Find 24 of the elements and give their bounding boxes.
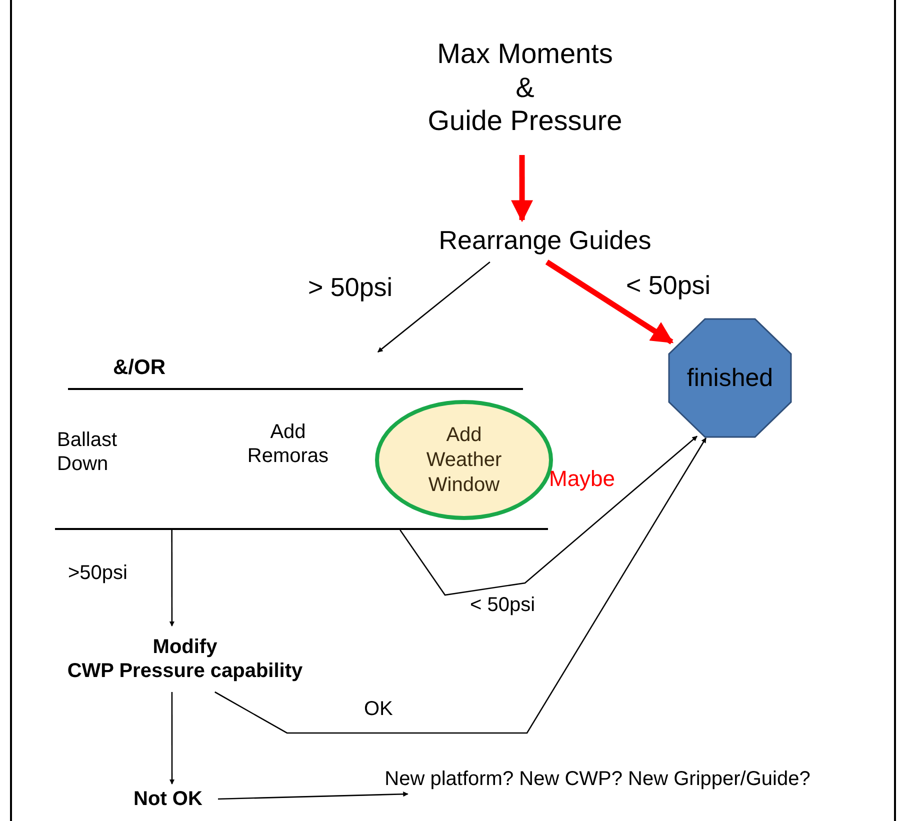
node-text: Add Weather Window xyxy=(425,422,503,498)
node-text: Modify xyxy=(152,635,218,659)
node-text: Max Moments xyxy=(437,37,613,71)
arrow xyxy=(400,436,698,596)
node-text: Ballast Down xyxy=(57,428,118,476)
stop-octagon xyxy=(668,318,792,438)
node-text: & xyxy=(516,70,534,104)
arrow xyxy=(545,260,674,344)
edge-label: >50psi xyxy=(66,562,130,585)
node-text: finished xyxy=(686,364,774,392)
band-heading: &/OR xyxy=(113,356,166,380)
node-text: CWP Pressure capability xyxy=(67,659,303,683)
node-text: Guide Pressure xyxy=(428,104,622,138)
arrow xyxy=(378,262,490,352)
arrow xyxy=(218,792,408,800)
arrow xyxy=(214,438,706,734)
node-text: Add Remoras xyxy=(246,420,330,468)
node-text: Rearrange Guides xyxy=(438,225,652,257)
arrow xyxy=(169,692,175,785)
arrow xyxy=(511,155,534,222)
side-note: Maybe xyxy=(549,466,616,492)
node-text: New platform? New CWP? New Gripper/Guide? xyxy=(384,767,810,791)
arrow xyxy=(169,530,175,627)
node-text: Not OK xyxy=(134,787,202,811)
